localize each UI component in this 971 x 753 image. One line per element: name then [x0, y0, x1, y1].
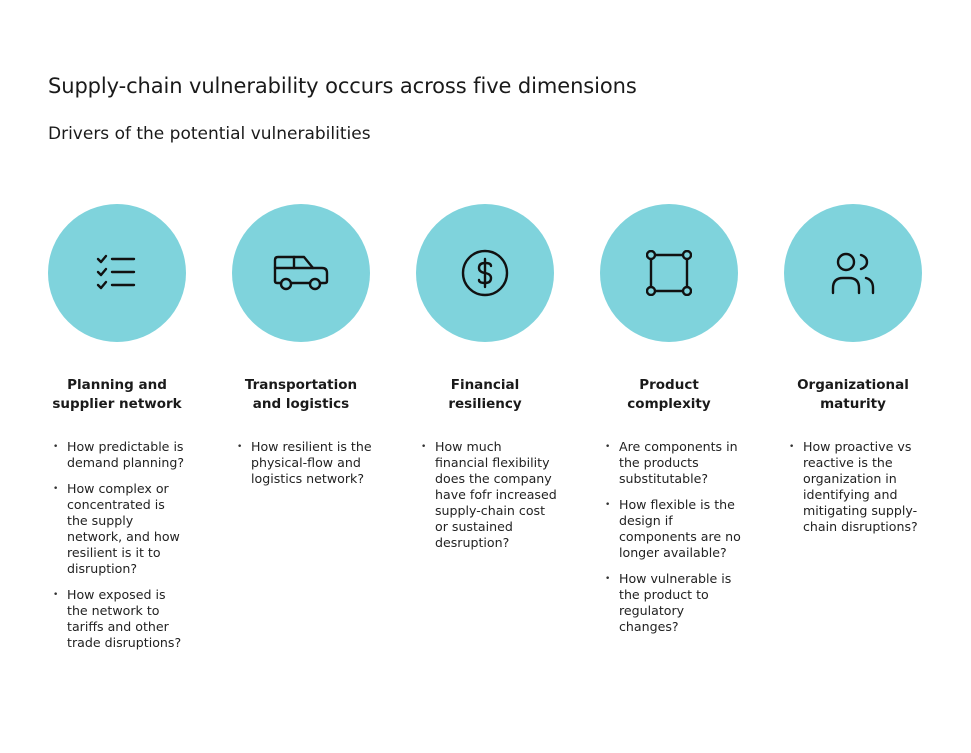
- list-item: How resilient is the physical-flow and l…: [237, 439, 373, 487]
- dimension-circle: [48, 204, 186, 342]
- list-item: How complex or concentrated is the suppl…: [53, 481, 189, 577]
- bullet-list: Are components in the products substitut…: [605, 439, 741, 645]
- car-icon: [273, 255, 329, 291]
- dimension-transportation: Transportation and logistics How resilie…: [232, 204, 416, 486]
- list-item: How exposed is the network to tariffs an…: [53, 587, 189, 651]
- dimension-planning: Planning and supplier network How predic…: [48, 204, 232, 650]
- list-item: How predictable is demand planning?: [53, 439, 189, 471]
- checklist-icon: [96, 254, 136, 290]
- bullet-list: How proactive vs reactive is the organiz…: [789, 439, 925, 545]
- dimension-circle: [232, 204, 370, 342]
- dimension-financial: Financial resiliency How much financial …: [416, 204, 600, 550]
- list-item: How flexible is the design if components…: [605, 497, 741, 561]
- dimension-product: Product complexity Are components in the…: [600, 204, 784, 634]
- dimension-heading: Product complexity: [627, 377, 711, 412]
- bullet-list: How much financial flexibility does the …: [421, 439, 557, 561]
- dimension-heading: Transportation and logistics: [244, 377, 358, 412]
- dimension-heading: Organizational maturity: [797, 377, 909, 412]
- dimension-heading: Planning and supplier network: [52, 377, 182, 412]
- bullet-list: How resilient is the physical-flow and l…: [237, 439, 373, 497]
- dimension-circle: [600, 204, 738, 342]
- list-item: How much financial flexibility does the …: [421, 439, 557, 551]
- list-item: How proactive vs reactive is the organiz…: [789, 439, 925, 535]
- dimension-circle: [416, 204, 554, 342]
- users-icon: [831, 252, 875, 295]
- page-subtitle: Drivers of the potential vulnerabilities: [48, 124, 371, 144]
- dollar-icon: [461, 249, 509, 297]
- page-title: Supply-chain vulnerability occurs across…: [48, 74, 637, 98]
- bullet-list: How predictable is demand planning? How …: [53, 439, 189, 661]
- dimension-organizational: Organizational maturity How proactive vs…: [784, 204, 968, 534]
- dimension-heading: Financial resiliency: [448, 377, 522, 412]
- nodes-square-icon: [646, 250, 692, 296]
- dimension-circle: [784, 204, 922, 342]
- list-item: Are components in the products substitut…: [605, 439, 741, 487]
- list-item: How vulnerable is the product to regulat…: [605, 571, 741, 635]
